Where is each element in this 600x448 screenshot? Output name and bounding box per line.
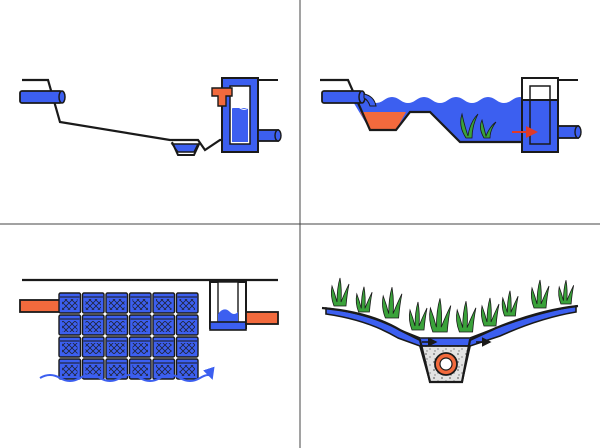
panel-dry-detention-basin xyxy=(19,77,282,156)
storage-crate xyxy=(105,292,129,314)
storage-crate xyxy=(152,358,176,380)
storage-crate xyxy=(105,336,129,358)
pond-ground-line xyxy=(320,78,522,144)
storage-crate xyxy=(81,314,105,336)
swale-ground-line xyxy=(321,304,579,384)
grass-tuft xyxy=(480,297,500,327)
storage-crate xyxy=(128,292,152,314)
storage-crate-grid xyxy=(58,292,199,380)
storage-crate xyxy=(81,336,105,358)
panel-wet-retention-pond xyxy=(320,77,582,153)
storage-crate xyxy=(175,292,199,314)
basin-ground-line xyxy=(22,78,228,152)
storage-crate xyxy=(81,358,105,380)
sediment-forebay xyxy=(360,112,406,130)
grass-tuft xyxy=(456,301,477,333)
inlet-pipe-mouth xyxy=(58,90,66,104)
grass-tuft xyxy=(558,280,575,305)
storage-crate xyxy=(175,314,199,336)
outlet-control-structure xyxy=(221,77,278,153)
panel-vegetated-swale xyxy=(321,277,579,384)
storage-crate xyxy=(81,292,105,314)
grass-tuft xyxy=(408,301,428,331)
grass-tuft xyxy=(501,290,519,317)
grass-tuft xyxy=(429,298,452,333)
overflow-weir xyxy=(211,87,233,107)
pond-inlet-pipe xyxy=(321,90,363,104)
panel-underground-storage xyxy=(19,278,279,382)
storage-crate xyxy=(58,358,82,380)
grass-tuft xyxy=(382,287,403,319)
storage-crate xyxy=(175,336,199,358)
storage-crate xyxy=(58,292,82,314)
manhole-chamber xyxy=(209,281,247,331)
grass-tuft xyxy=(530,279,550,309)
storage-crate xyxy=(152,336,176,358)
storage-crate xyxy=(58,336,82,358)
pond-outlet-structure xyxy=(512,77,582,153)
storage-crate xyxy=(152,292,176,314)
inflow-spill xyxy=(363,93,377,107)
swale-vegetation xyxy=(330,277,575,333)
grass-tuft xyxy=(355,286,373,313)
storage-outlet-pipe xyxy=(245,311,279,325)
aquatic-plants xyxy=(460,112,497,139)
storage-inlet-pipe xyxy=(19,299,65,313)
storage-crate xyxy=(58,314,82,336)
inlet-pipe xyxy=(19,90,63,104)
storage-crate xyxy=(152,314,176,336)
storage-crate xyxy=(105,314,129,336)
storage-crate xyxy=(128,336,152,358)
storage-crate xyxy=(128,314,152,336)
perforated-underdrain-pipe xyxy=(434,352,458,376)
storage-crate xyxy=(128,358,152,380)
grass-tuft xyxy=(330,277,350,307)
storage-crate xyxy=(175,358,199,380)
infiltration-arrow xyxy=(39,366,215,382)
